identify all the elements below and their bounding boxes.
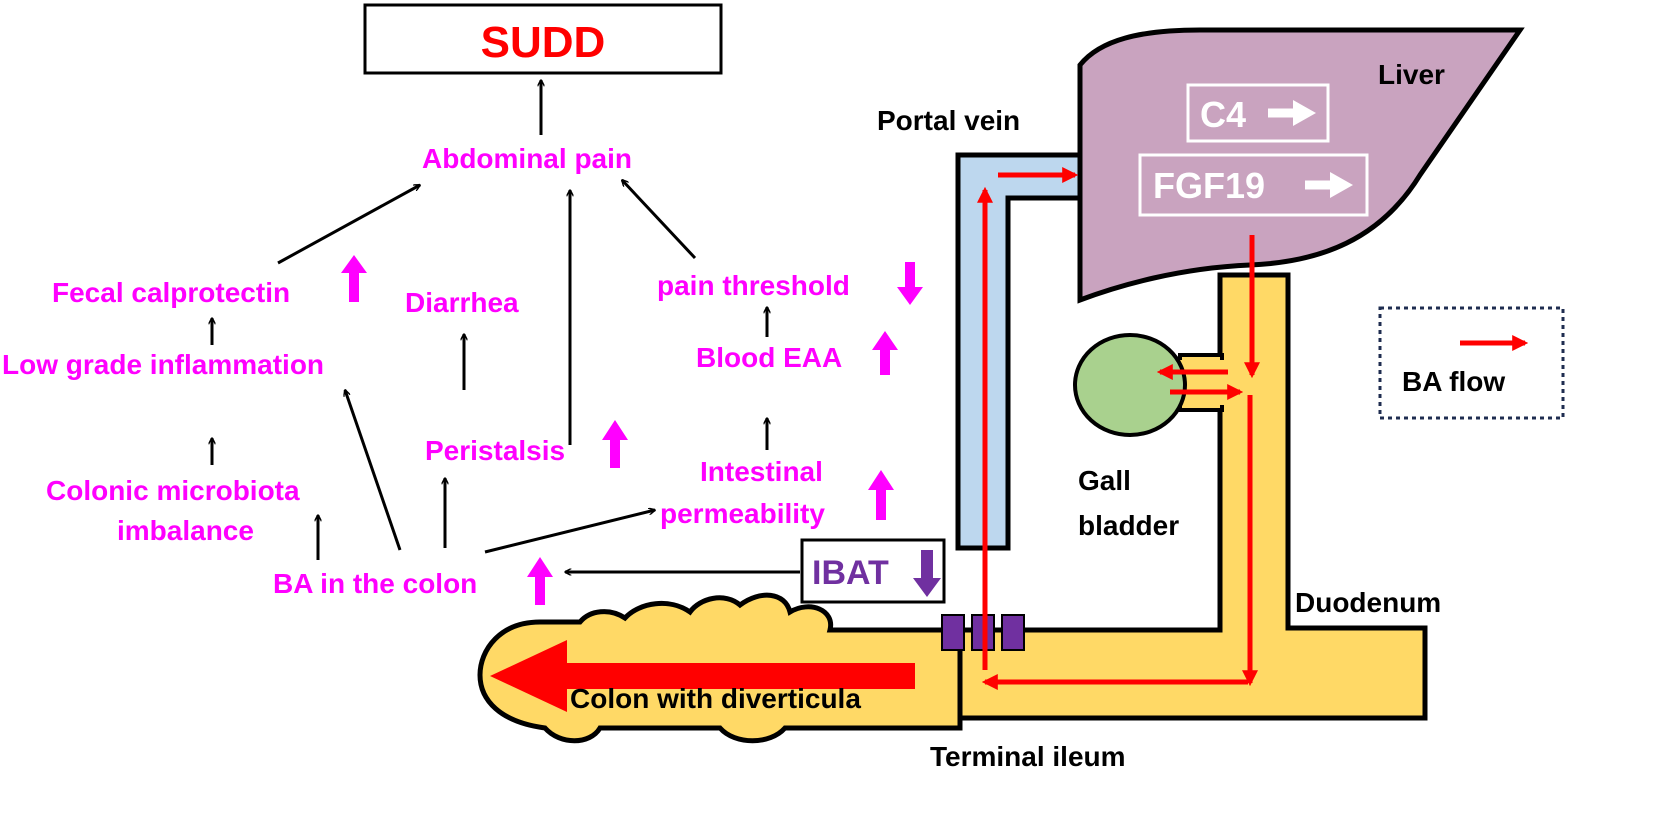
legend-label: BA flow (1402, 366, 1505, 397)
abdominal-pain-label: Abdominal pain (422, 143, 632, 174)
ba-in-colon-label: BA in the colon (273, 568, 477, 599)
low-grade-inflammation-label: Low grade inflammation (2, 349, 324, 380)
gall-bladder-shape (1073, 333, 1187, 437)
arrow-ba-to-permeability (484, 510, 655, 554)
ibat-label: IBAT (812, 554, 889, 592)
legend-box (1378, 306, 1565, 420)
portal-vein-label: Portal vein (877, 105, 1020, 136)
gall-label: Gall (1078, 465, 1131, 496)
ibat-block-3 (1001, 614, 1025, 651)
fgf19-box (1138, 153, 1369, 217)
diarrhea-label: Diarrhea (405, 287, 519, 318)
fecal-calprotectin-label: Fecal calprotectin (52, 277, 290, 308)
ba-colon-up-arrow (527, 557, 553, 605)
blood-eaa-label: Blood EAA (696, 342, 842, 373)
c4-box (1186, 83, 1330, 143)
arrow-calpro-to-pain (277, 183, 420, 265)
colon-flow-arrow (565, 663, 915, 689)
sudd-title: SUDD (481, 18, 606, 67)
fgf19-label: FGF19 (1153, 165, 1265, 206)
colon-label: Colon with diverticula (570, 683, 861, 714)
sudd-box (363, 3, 723, 75)
terminal-ileum-label: Terminal ileum (930, 741, 1126, 772)
peristalsis-up-arrow (602, 420, 628, 468)
colonic-microbiota-label: Colonic microbiota (46, 475, 300, 506)
ibat-box (800, 538, 946, 604)
pain-threshold-label: pain threshold (657, 270, 850, 301)
calprotectin-up-arrow (341, 255, 367, 302)
ibat-down-arrow (913, 550, 941, 597)
eaa-up-arrow (872, 331, 898, 375)
liver-shape (1077, 27, 1525, 304)
arrow-threshold-to-pain (622, 180, 697, 260)
bladder-label: bladder (1078, 510, 1179, 541)
threshold-down-arrow (897, 262, 923, 305)
duodenum-label: Duodenum (1295, 587, 1441, 618)
c4-label: C4 (1200, 94, 1246, 135)
liver-label: Liver (1378, 59, 1445, 90)
ibat-block-1 (941, 614, 965, 651)
arrow-ba-to-inflam (345, 390, 402, 551)
imbalance-label: imbalance (117, 515, 254, 546)
permeability-label: permeability (660, 498, 825, 529)
peristalsis-label: Peristalsis (425, 435, 565, 466)
permeability-up-arrow (868, 470, 894, 520)
intestinal-label: Intestinal (700, 456, 823, 487)
